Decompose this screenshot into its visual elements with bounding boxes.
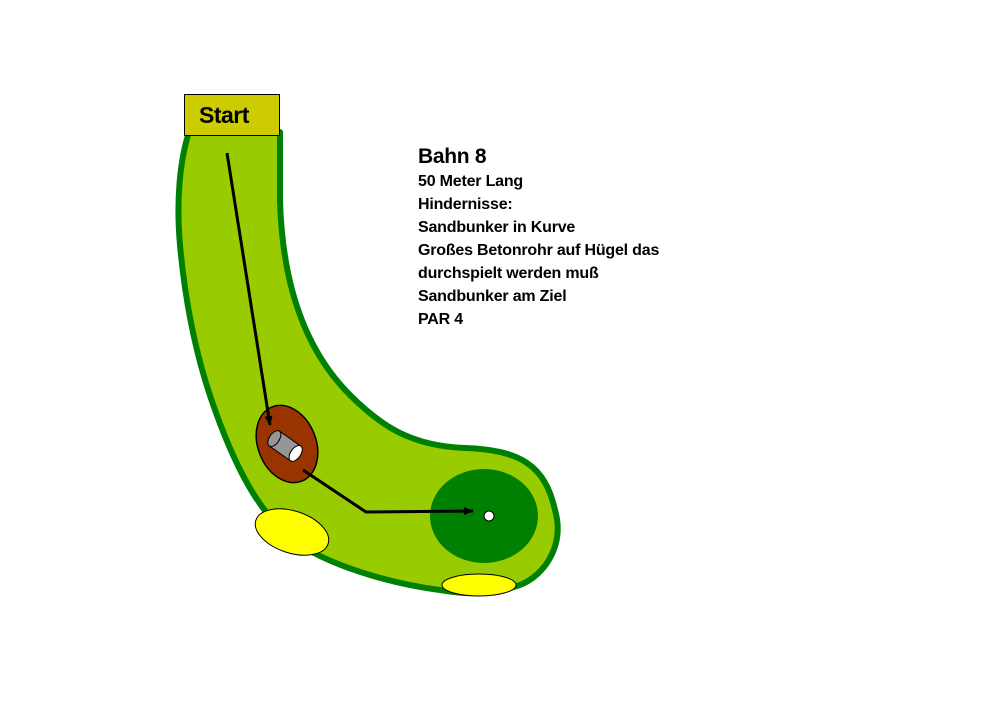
par-value: PAR 4 [418, 311, 463, 328]
path-arrow-start-to-hill [225, 152, 273, 426]
obstacle-item: durchspielt werden muß [418, 265, 599, 282]
hole-info: Bahn 8 50 Meter Lang Hindernisse: Sandbu… [418, 144, 659, 331]
hole-cup [483, 510, 495, 522]
hole-title: Bahn 8 [418, 145, 487, 168]
start-label: Start [184, 94, 280, 136]
obstacles-heading: Hindernisse: [418, 196, 513, 213]
sand-bunker-curve [254, 508, 330, 556]
obstacle-item: Sandbunker in Kurve [418, 219, 576, 236]
obstacle-item: Sandbunker am Ziel [418, 288, 567, 305]
concrete-pipe-icon [267, 430, 303, 462]
obstacle-item: Großes Betonrohr auf Hügel das [418, 242, 660, 259]
path-arrow-hill-to-green [302, 468, 474, 516]
hole-length: 50 Meter Lang [418, 173, 523, 190]
sand-bunker-goal [441, 573, 517, 597]
